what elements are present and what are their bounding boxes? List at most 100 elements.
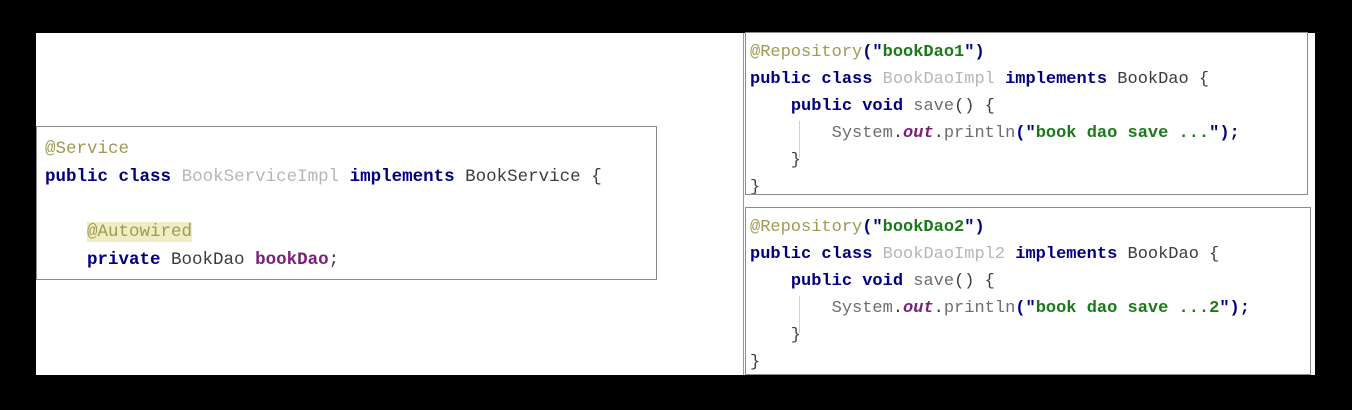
code-token-plain: () {: [954, 272, 995, 291]
code-token-punc: ": [964, 43, 975, 62]
code-token-type: BookService: [465, 167, 581, 187]
code-token-punc: ": [964, 218, 975, 237]
code-token-ann: @Repository: [750, 43, 863, 62]
code-token-field: bookDao: [255, 250, 329, 270]
code-block-book-dao-impl2: @Repository("bookDao2")public class Book…: [750, 214, 1310, 374]
code-token-kw: implements: [349, 167, 455, 187]
code-token-plain: [750, 272, 791, 291]
code-token-plain: [1117, 245, 1127, 264]
code-token-kw: private: [87, 250, 161, 270]
code-line: public class BookDaoImpl implements Book…: [750, 66, 1307, 93]
code-line: System.out.println("book dao save ...");: [750, 120, 1307, 147]
code-box-book-service-impl[interactable]: @Service public class BookServiceImpl imp…: [36, 126, 657, 280]
code-token-plain: [750, 97, 791, 116]
code-token-plain: .: [892, 299, 904, 318]
code-block-book-service-impl: @Service public class BookServiceImpl imp…: [45, 135, 656, 274]
code-token-ident: save: [913, 272, 955, 291]
code-token-plain: .: [933, 299, 944, 318]
code-box-book-dao-impl2[interactable]: @Repository("bookDao2")public class Book…: [745, 207, 1311, 375]
code-token-plain: {: [1198, 245, 1220, 264]
code-token-kw: public: [750, 245, 812, 264]
code-token-decl: BookDaoImpl: [882, 70, 995, 89]
code-line-blank: [45, 191, 656, 218]
code-token-punc: (: [862, 218, 873, 237]
code-token-str: bookDao2: [882, 218, 965, 237]
code-token-plain: [455, 167, 466, 187]
code-token-punc: (: [1015, 124, 1026, 143]
code-token-kw: void: [862, 97, 904, 116]
code-token-plain: }: [750, 326, 802, 345]
code-token-type: BookDao: [1127, 245, 1199, 264]
code-token-plain: [903, 272, 913, 291]
code-token-decl: BookServiceImpl: [181, 167, 340, 187]
code-line: public void save() {: [750, 268, 1310, 295]
code-token-ident: println: [943, 299, 1016, 318]
code-token-plain: [1107, 70, 1117, 89]
code-line: public class BookServiceImpl implements …: [45, 163, 656, 191]
code-token-plain: }: [750, 178, 761, 195]
code-token-plain: [750, 124, 832, 143]
code-token-kw: void: [862, 272, 904, 291]
code-token-plain: [995, 70, 1005, 89]
code-token-punc: ": [1025, 124, 1036, 143]
code-token-plain: ;: [328, 250, 340, 270]
code-token-plain: [339, 167, 350, 187]
code-box-book-dao-impl[interactable]: @Repository("bookDao1")public class Book…: [745, 32, 1308, 195]
code-token-kw: class: [821, 245, 873, 264]
indent-guide: [799, 121, 800, 158]
code-token-punc: );: [1219, 124, 1240, 143]
code-line: public void save() {: [750, 93, 1307, 120]
code-token-plain: }: [750, 353, 761, 372]
code-token-plain: .: [933, 124, 944, 143]
code-line: @Service: [45, 135, 656, 163]
code-line: }: [750, 174, 1307, 195]
code-token-punc: ": [1209, 124, 1220, 143]
code-token-ident: save: [913, 97, 955, 116]
code-block-book-dao-impl: @Repository("bookDao1")public class Book…: [750, 39, 1307, 195]
code-token-plain: [171, 167, 182, 187]
code-token-plain: [108, 167, 119, 187]
code-line: @Repository("bookDao2"): [750, 214, 1310, 241]
code-token-kw: public: [790, 272, 853, 291]
code-token-punc: ): [974, 43, 985, 62]
code-token-plain: [161, 250, 172, 270]
code-line: @Autowired: [45, 218, 656, 246]
code-token-punc: ": [1025, 299, 1036, 318]
code-line: }: [750, 349, 1310, 374]
code-token-plain: [245, 250, 256, 270]
code-token-plain: [852, 97, 862, 116]
code-token-type: BookDao: [171, 250, 245, 270]
code-line: System.out.println("book dao save ...2")…: [750, 295, 1310, 322]
code-token-kw: class: [821, 70, 873, 89]
code-token-plain: [903, 97, 913, 116]
code-token-punc: (: [1015, 299, 1026, 318]
code-token-plain: [872, 70, 882, 89]
code-token-punc: (: [862, 43, 873, 62]
code-token-ann: @Repository: [750, 218, 863, 237]
code-token-plain: [811, 70, 821, 89]
code-token-ann: @Service: [45, 139, 130, 159]
code-token-punc: ": [872, 43, 883, 62]
code-token-punc: ": [1219, 299, 1230, 318]
code-token-ident: System: [831, 124, 893, 143]
code-token-kw: public: [45, 167, 109, 187]
code-token-plain: .: [892, 124, 904, 143]
code-line: public class BookDaoImpl2 implements Boo…: [750, 241, 1310, 268]
code-token-plain: {: [1188, 70, 1210, 89]
code-token-punc: ): [974, 218, 985, 237]
code-token-plain: [811, 245, 821, 264]
code-token-punc: ": [872, 218, 883, 237]
code-token-str: book dao save ...2: [1035, 299, 1220, 318]
code-line: @Repository("bookDao1"): [750, 39, 1307, 66]
code-token-str: bookDao1: [882, 43, 965, 62]
code-token-punc: );: [1229, 299, 1250, 318]
code-token-ident: println: [943, 124, 1016, 143]
code-token-str: book dao save ...: [1035, 124, 1210, 143]
code-token-statfld: out: [903, 124, 934, 143]
code-token-plain: {: [580, 167, 602, 187]
code-token-type: BookDao: [1117, 70, 1189, 89]
code-token-kw: implements: [1015, 245, 1118, 264]
indent-guide: [799, 296, 800, 333]
code-token-decl: BookDaoImpl2: [882, 245, 1006, 264]
